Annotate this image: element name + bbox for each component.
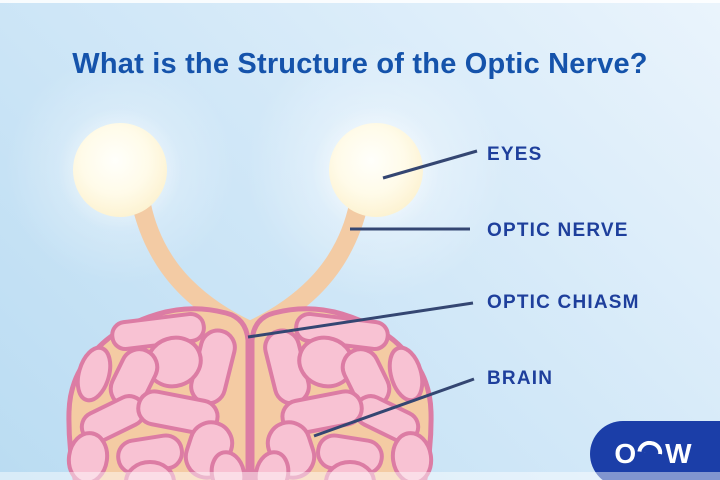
logo-letter-w: W — [665, 438, 692, 469]
eyeball-right — [329, 123, 423, 217]
brain-right-hemisphere — [252, 309, 435, 480]
label-optic-nerve: OPTIC NERVE — [487, 220, 629, 241]
brain-left-hemisphere — [66, 309, 249, 480]
bottom-edge-strip — [0, 472, 720, 480]
label-eyes: EYES — [487, 144, 543, 165]
eyeball-left — [73, 123, 167, 217]
page-title: What is the Structure of the Optic Nerve… — [72, 48, 648, 81]
optic-chiasm-leader-line — [247, 301, 474, 339]
brand-logo: O W — [590, 421, 720, 480]
brain-leader-line — [313, 377, 475, 438]
label-brain: BRAIN — [487, 368, 554, 389]
logo-letter-o: O — [614, 438, 637, 469]
leader-lines — [247, 149, 478, 438]
top-edge-strip — [0, 0, 720, 3]
label-optic-chiasm: OPTIC CHIASM — [487, 292, 640, 313]
logo-arc-icon — [637, 439, 664, 455]
eyes-leader-line — [382, 149, 478, 180]
